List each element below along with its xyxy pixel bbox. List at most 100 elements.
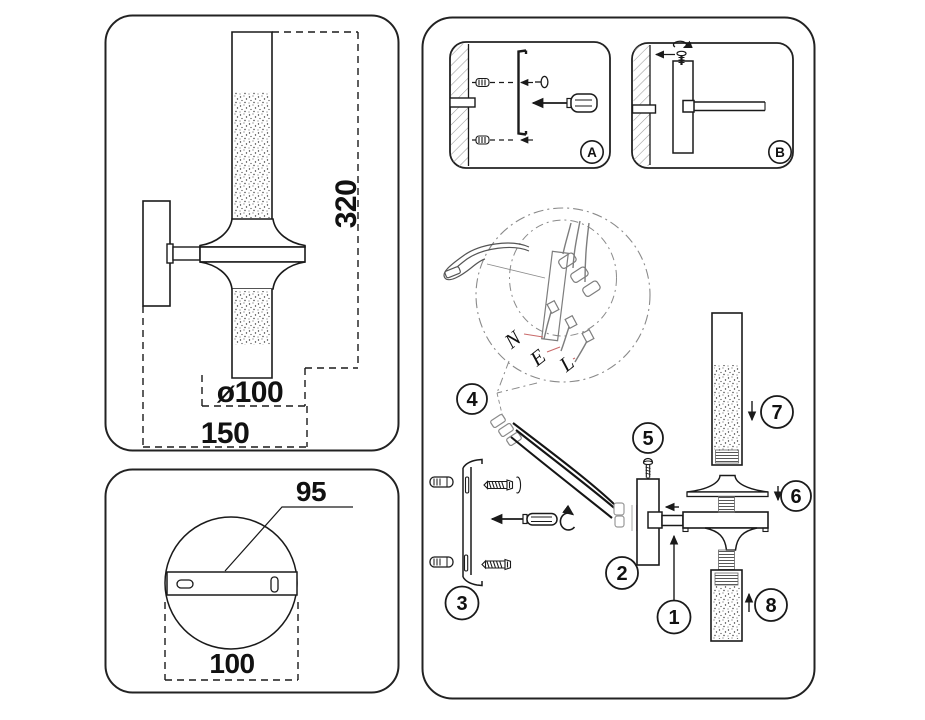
body-bell-bottom bbox=[199, 261, 306, 290]
lamp-cable bbox=[510, 422, 620, 519]
part-1-label: 1 bbox=[668, 607, 679, 629]
arm-connector bbox=[682, 99, 695, 113]
lamp-wire bbox=[543, 311, 552, 340]
body-band bbox=[199, 246, 306, 263]
mounting-plate-back-view bbox=[164, 506, 353, 650]
terminal-block bbox=[541, 220, 601, 363]
threaded-stem bbox=[718, 496, 735, 513]
leader-line bbox=[224, 506, 353, 572]
part-8-label: 8 bbox=[765, 595, 776, 617]
cone-shade-lower bbox=[704, 527, 758, 551]
part-7-badge bbox=[760, 395, 794, 429]
disc-lip bbox=[682, 527, 689, 533]
part-3-hardware: 3 bbox=[429, 458, 576, 621]
wall-outlet bbox=[450, 97, 476, 108]
wire-connector bbox=[613, 502, 625, 528]
lamp-wire bbox=[574, 340, 588, 363]
balloon-tail bbox=[496, 382, 538, 394]
dimension-side-view-panel: 320 ø100 150 bbox=[104, 14, 400, 452]
bubble-texture bbox=[234, 291, 270, 345]
ground-wire bbox=[443, 242, 546, 281]
part-7-glass-tube: 7 bbox=[711, 312, 794, 466]
bubble-texture bbox=[234, 92, 270, 218]
threaded-stem bbox=[718, 549, 735, 571]
step-b-panel: B bbox=[631, 40, 794, 169]
part-2-badge bbox=[605, 556, 639, 590]
mounting-bracket-bar bbox=[166, 571, 298, 596]
part-1-badge bbox=[656, 599, 692, 635]
mounting-bracket-profile bbox=[517, 49, 528, 136]
part-6-cone: 6 bbox=[773, 480, 812, 512]
part-3-label: 3 bbox=[456, 593, 467, 615]
part-8-glass-tube: 8 bbox=[710, 569, 788, 642]
rotation-arrow bbox=[559, 504, 576, 531]
wall-anchor-screw bbox=[475, 77, 490, 88]
washer bbox=[516, 476, 522, 494]
bracket-slot-right bbox=[270, 576, 279, 593]
leader-line bbox=[486, 263, 546, 279]
part-6-badge bbox=[780, 480, 812, 512]
dim-hole-spacing-label: 95 bbox=[296, 476, 326, 507]
wall-anchor bbox=[429, 556, 454, 568]
step-a-label: A bbox=[587, 145, 597, 160]
supply-wire bbox=[562, 222, 572, 255]
supply-wire bbox=[584, 222, 590, 283]
dimension-lines bbox=[142, 31, 359, 448]
bubble-texture bbox=[713, 586, 740, 639]
part-5-label: 5 bbox=[642, 428, 653, 450]
arm bbox=[661, 514, 684, 527]
screwdriver-icon bbox=[531, 93, 598, 113]
assembly-panel: A bbox=[421, 16, 816, 700]
step-b-label: B bbox=[775, 145, 785, 160]
dimension-back-view-panel: 95 100 bbox=[104, 468, 400, 694]
wall-anchor bbox=[429, 476, 454, 488]
bubble-texture bbox=[714, 365, 740, 451]
part-3-badge bbox=[444, 585, 480, 621]
arm-flange bbox=[166, 243, 174, 264]
step-b-badge bbox=[767, 140, 792, 165]
balloon-outline bbox=[475, 207, 651, 383]
wall-outlet bbox=[632, 104, 657, 114]
dim-height-label: 320 bbox=[330, 180, 363, 229]
ground-lug bbox=[444, 266, 461, 279]
cone-rim bbox=[686, 491, 769, 498]
dimension-lines bbox=[164, 602, 299, 681]
supply-wire bbox=[572, 220, 581, 269]
part-4-badge bbox=[456, 383, 488, 415]
screw bbox=[481, 558, 512, 571]
leader-line bbox=[496, 392, 504, 419]
screw bbox=[483, 476, 522, 494]
part-4-label: 4 bbox=[466, 389, 478, 411]
mounting-bracket bbox=[462, 458, 483, 587]
balloon-tail bbox=[496, 360, 510, 394]
tube-thread bbox=[715, 449, 739, 464]
screwdriver-icon bbox=[490, 512, 558, 526]
part-4-terminal-wires: 4 bbox=[456, 383, 648, 531]
wall-anchor-screw bbox=[475, 135, 490, 145]
wall-plate bbox=[142, 200, 171, 307]
part-8-badge bbox=[754, 588, 788, 622]
wire-leader-lines bbox=[523, 333, 576, 360]
wall-lamp-side-view bbox=[142, 31, 306, 379]
part-2-label: 2 bbox=[616, 563, 627, 585]
arm bbox=[693, 101, 766, 112]
bracket-slot-left bbox=[176, 579, 194, 589]
step-a-badge bbox=[580, 140, 605, 165]
dim-depth-label: 150 bbox=[201, 417, 250, 450]
rotation-arrow bbox=[672, 40, 693, 49]
lamp-body-assembly: 1 bbox=[647, 474, 769, 635]
dim-width-label: 100 bbox=[209, 648, 254, 679]
disc-lip bbox=[762, 527, 769, 533]
part-6-label: 6 bbox=[790, 486, 801, 508]
body-disc bbox=[682, 511, 769, 529]
tube-thread bbox=[714, 572, 739, 586]
arm-connector bbox=[647, 511, 663, 529]
dim-diameter-label: ø100 bbox=[217, 376, 283, 409]
part-7-label: 7 bbox=[771, 402, 782, 424]
balloon-inner bbox=[509, 219, 617, 337]
part-5-badge bbox=[632, 422, 664, 454]
step-a-panel: A bbox=[449, 41, 611, 169]
screw-icon bbox=[676, 50, 687, 65]
screw-side-icon bbox=[535, 75, 549, 89]
